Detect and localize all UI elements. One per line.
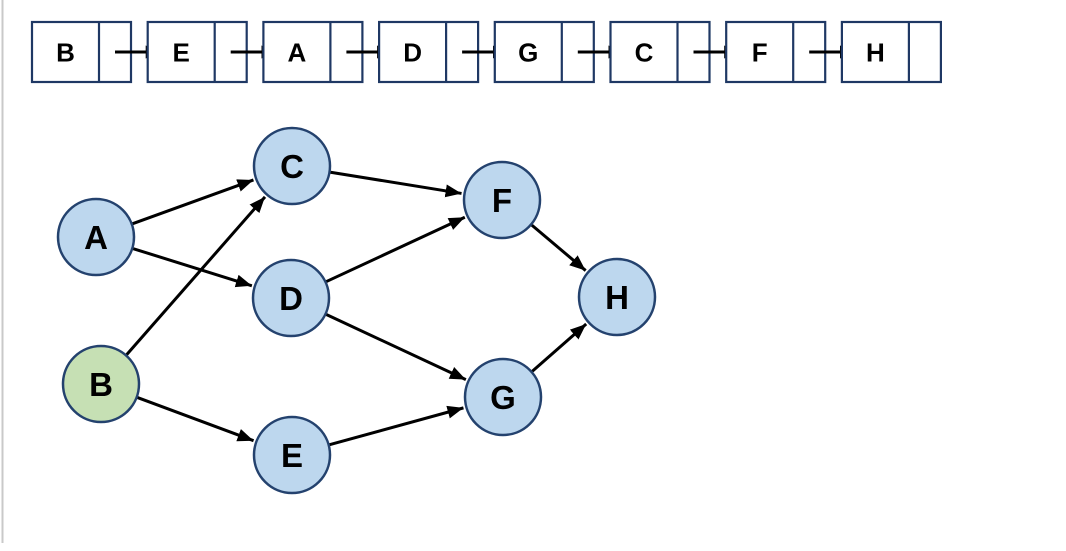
graph-node-label: G [490,379,516,416]
list-node-label: B [56,37,75,67]
graph-node-label: D [279,280,303,317]
edge-E-G [329,405,464,447]
graph-node-E: E [252,415,332,495]
edge-G-H [531,322,588,373]
edge-A-D [132,247,253,288]
edge-D-G [325,313,467,382]
list-node: C [609,20,711,84]
list-node-box [609,20,711,84]
graph-node-circle [252,415,332,495]
list-node-box [378,20,480,84]
graph-node-circle [251,258,331,338]
edge-B-E [137,396,255,443]
graph-node-D: D [251,258,331,338]
graph-node-label: H [605,279,629,316]
graph-node-C: C [252,126,332,206]
graph-node-label: A [84,219,108,256]
list-node: A [262,20,364,84]
list-node-box [262,20,364,84]
graph-node-circle [577,257,657,337]
graph-node-circle-highlighted [61,344,141,424]
list-node: F [725,20,827,84]
graph-node-B: B [61,344,141,424]
edge-C-F [330,170,462,198]
list-node: D [378,20,480,84]
edge-A-C [132,178,254,226]
list-node-label: A [288,37,307,67]
edge-B-C [125,195,267,356]
list-node-label: H [866,37,885,67]
graph-edges [125,170,588,447]
graph-node-H: H [577,257,657,337]
graph-node-label: B [89,366,113,403]
graph-node-label: C [280,148,304,185]
graph-node-label: E [281,437,303,474]
list-node-box [725,20,827,84]
graph-node-label: F [492,182,512,219]
edge-D-F [325,215,466,283]
graph-node-circle [252,126,332,206]
list-node-box [840,20,943,84]
graph-node-circle [56,197,136,277]
graph-node-G: G [463,357,543,437]
list-node: G [493,20,595,84]
edge-F-H [530,223,587,272]
list-node-label: E [173,37,190,67]
list-node: H [840,20,943,84]
list-node-label: G [518,37,538,67]
graph-node-F: F [462,160,542,240]
list-node-label: C [635,37,654,67]
list-node-label: D [403,37,422,67]
list-node-label: F [752,37,768,67]
graph-nodes: A B C D E F G H [56,126,657,495]
graph-node-circle [462,160,542,240]
graph-node-A: A [56,197,136,277]
graph-node-circle [463,357,543,437]
